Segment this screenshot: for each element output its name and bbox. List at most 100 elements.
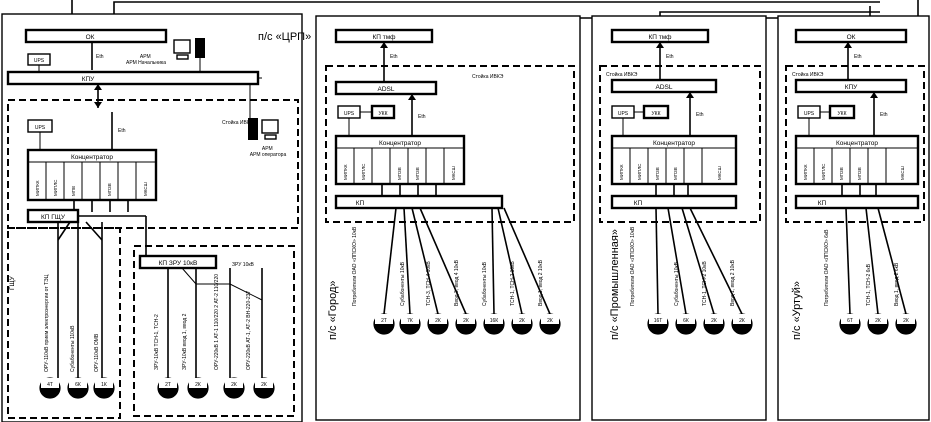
urtui-modules: МИПКК МИПЛС МПЗВ МПЗВ МКСШ: [803, 148, 905, 184]
zru-frame: [133, 245, 295, 417]
gorod-disk-4: 2К: [463, 318, 469, 324]
zru-disk-4: 2К: [261, 382, 267, 388]
crp-rack-title: Стойка ИВКЭ: [222, 119, 254, 126]
gorod-kp-label: КП: [356, 200, 365, 207]
crp-ups-top-label: UPS: [34, 58, 45, 64]
prom-disk-3: 2К: [711, 318, 717, 324]
crp-ok-box: [24, 28, 168, 44]
gorod-module-2: МИПЛС: [361, 163, 366, 180]
prom-bottom-label-4: Ввод 1, ввод 2 10кВ: [730, 259, 736, 306]
gorod-disk-3: 2К: [435, 318, 441, 324]
prom-ukk-box: [642, 104, 670, 120]
gorod-bottom-label-4: Ввод 3, ввод 4 10кВ: [454, 259, 460, 306]
prom-disk-4: 2К: [739, 318, 745, 324]
crp-module-5: МПЗВ: [107, 183, 112, 196]
crp-disk-1: 4Т: [47, 382, 53, 388]
prom-module-2: МИПЛС: [637, 163, 642, 180]
prom-module-1: МИПКК: [619, 164, 624, 180]
crp-gshu-frame: [7, 227, 121, 419]
zru-label-2: ЗРУ-10кВ ввод 1, ввод 2: [182, 313, 188, 370]
prom-concentrator-label: Концентратор: [653, 140, 695, 147]
zru-disk-1: 2Т: [165, 382, 171, 388]
urtui-kpu-box: [794, 78, 908, 94]
gorod-rack-frame: [325, 65, 575, 223]
crp-bottom-label-3: ОРУ-110кВ ОМВ: [94, 333, 100, 372]
prom-bottom-label-2: Субабоненты 10кВ: [674, 261, 680, 306]
prom-meter-disks: 16Т 6К 2К 2К: [647, 313, 753, 335]
gorod-ukk-label: УКК: [378, 111, 387, 117]
substation-urtui: п/с «Уртуй» ОК Eth Стойка ИВКЭ КПУ UPS У…: [777, 15, 930, 421]
urtui-concentrator-label: Концентратор: [836, 140, 878, 147]
gorod-disk-1: 2Т: [381, 318, 387, 324]
zru-title: ЗРУ 10кВ: [232, 262, 255, 268]
crp-rack-frame: [7, 99, 299, 229]
gorod-meter-disks: 2Т 7К 2К 2К 16К 2К 2К: [373, 313, 561, 335]
prom-ukk-label: УКК: [651, 111, 660, 117]
prom-disk-2: 6К: [683, 318, 689, 324]
crp-kpu-label: КПУ: [82, 76, 95, 83]
zru-label-4: ОРУ-220кВ АТ-1, АТ-2 ВН-220-237: [246, 291, 252, 370]
gshu-label: ГЩУ: [9, 275, 16, 290]
crp-ok-label: ОК: [86, 34, 95, 41]
prom-title: п/с «Промышленная»: [609, 229, 621, 340]
urtui-disk-3: 2К: [903, 318, 909, 324]
arm-operator-computer-icon: [248, 118, 279, 140]
gorod-disk-7: 2К: [547, 318, 553, 324]
gorod-module-5: МПЗВ: [415, 167, 420, 180]
gorod-title: п/с «Город»: [327, 280, 339, 340]
urtui-kp-box: [794, 194, 920, 210]
gorod-bottom-label-6: ТСН-1, ТСН-2 10кВ: [510, 261, 516, 306]
crp-concentrator: [26, 148, 158, 202]
gorod-kp-box: [334, 194, 504, 210]
urtui-disk-2: 2К: [875, 318, 881, 324]
substation-gorod: п/с «Город» КП тмф Eth Стойка ИВКЭ ADSL …: [315, 15, 581, 421]
gorod-frame: [315, 15, 581, 421]
gorod-kp-tmf-label: КП тмф: [372, 34, 396, 41]
urtui-bottom-label-2: ТСН-1, ТСН-2 6кВ: [866, 263, 872, 306]
gorod-disk-6: 2К: [519, 318, 525, 324]
prom-module-3: МПЗВ: [655, 167, 660, 180]
crp-module-1: МИПКК: [35, 180, 40, 196]
urtui-disk-1: 6Т: [847, 318, 853, 324]
prom-adsl-box: [610, 78, 718, 94]
urtui-ok-label: ОК: [847, 34, 856, 41]
gorod-adsl-box: [334, 80, 438, 96]
gorod-concentrator-label: Концентратор: [379, 140, 421, 147]
prom-adsl-label: ADSL: [656, 84, 673, 91]
crp-title: п/с «ЦРП»: [258, 31, 311, 43]
urtui-module-3: МПЗВ: [839, 167, 844, 180]
gorod-concentrator: [334, 134, 466, 186]
prom-kp-tmf-label: КП тмф: [648, 34, 672, 41]
urtui-kpu-label: КПУ: [845, 84, 858, 91]
urtui-rack-title: Стойка ИВКЭ: [792, 71, 824, 78]
gorod-module-1: МИПКК: [343, 164, 348, 180]
zru-label-3: ОРУ-220кВ 1 АТ-1 110/220 2 АТ-2 110/220: [214, 274, 220, 370]
crp-kp-label: КП ГЩУ: [41, 214, 66, 221]
urtui-rack-frame: [785, 65, 925, 223]
gorod-bottom-label-5: Субабоненты 10кВ: [482, 261, 488, 306]
zru-meter-disks: 2Т 2К 2К 2К: [157, 377, 275, 399]
zru-kp-label: КП ЗРУ 10кВ: [159, 260, 198, 267]
arm-operator-label: АРМ АРМ оператора: [250, 146, 287, 158]
crp-module-3: МПВ: [71, 186, 76, 196]
gorod-adsl-label: ADSL: [378, 86, 395, 93]
urtui-ukk-label: УКК: [837, 111, 846, 117]
urtui-ukk-box: [828, 104, 856, 120]
gorod-disk-5: 16К: [490, 318, 499, 324]
gorod-bottom-label-7: Ввод 1, ввод 2 10кВ: [538, 259, 544, 306]
gorod-eth-top-label: Eth: [390, 54, 398, 60]
urtui-module-1: МИПКК: [803, 164, 808, 180]
gorod-ukk-box: [370, 104, 396, 120]
crp-kpu-box: [6, 70, 260, 86]
gorod-ups-label: UPS: [344, 111, 355, 117]
urtui-eth-rack-label: Eth: [880, 112, 888, 118]
crp-disk-3: 1К: [101, 382, 107, 388]
zru-kp-box: [138, 254, 218, 270]
crp-module-2: МИПЛС: [53, 179, 58, 196]
arm-chief-computer-icon: [173, 38, 205, 72]
gorod-modules: МИПКК МИПЛС МПЗВ МПЗВ МКСШ: [343, 148, 456, 184]
urtui-eth-top-label: Eth: [854, 54, 862, 60]
prom-rack-title: Стойка ИВКЭ: [606, 71, 638, 78]
gorod-module-7: МКСШ: [451, 166, 456, 180]
